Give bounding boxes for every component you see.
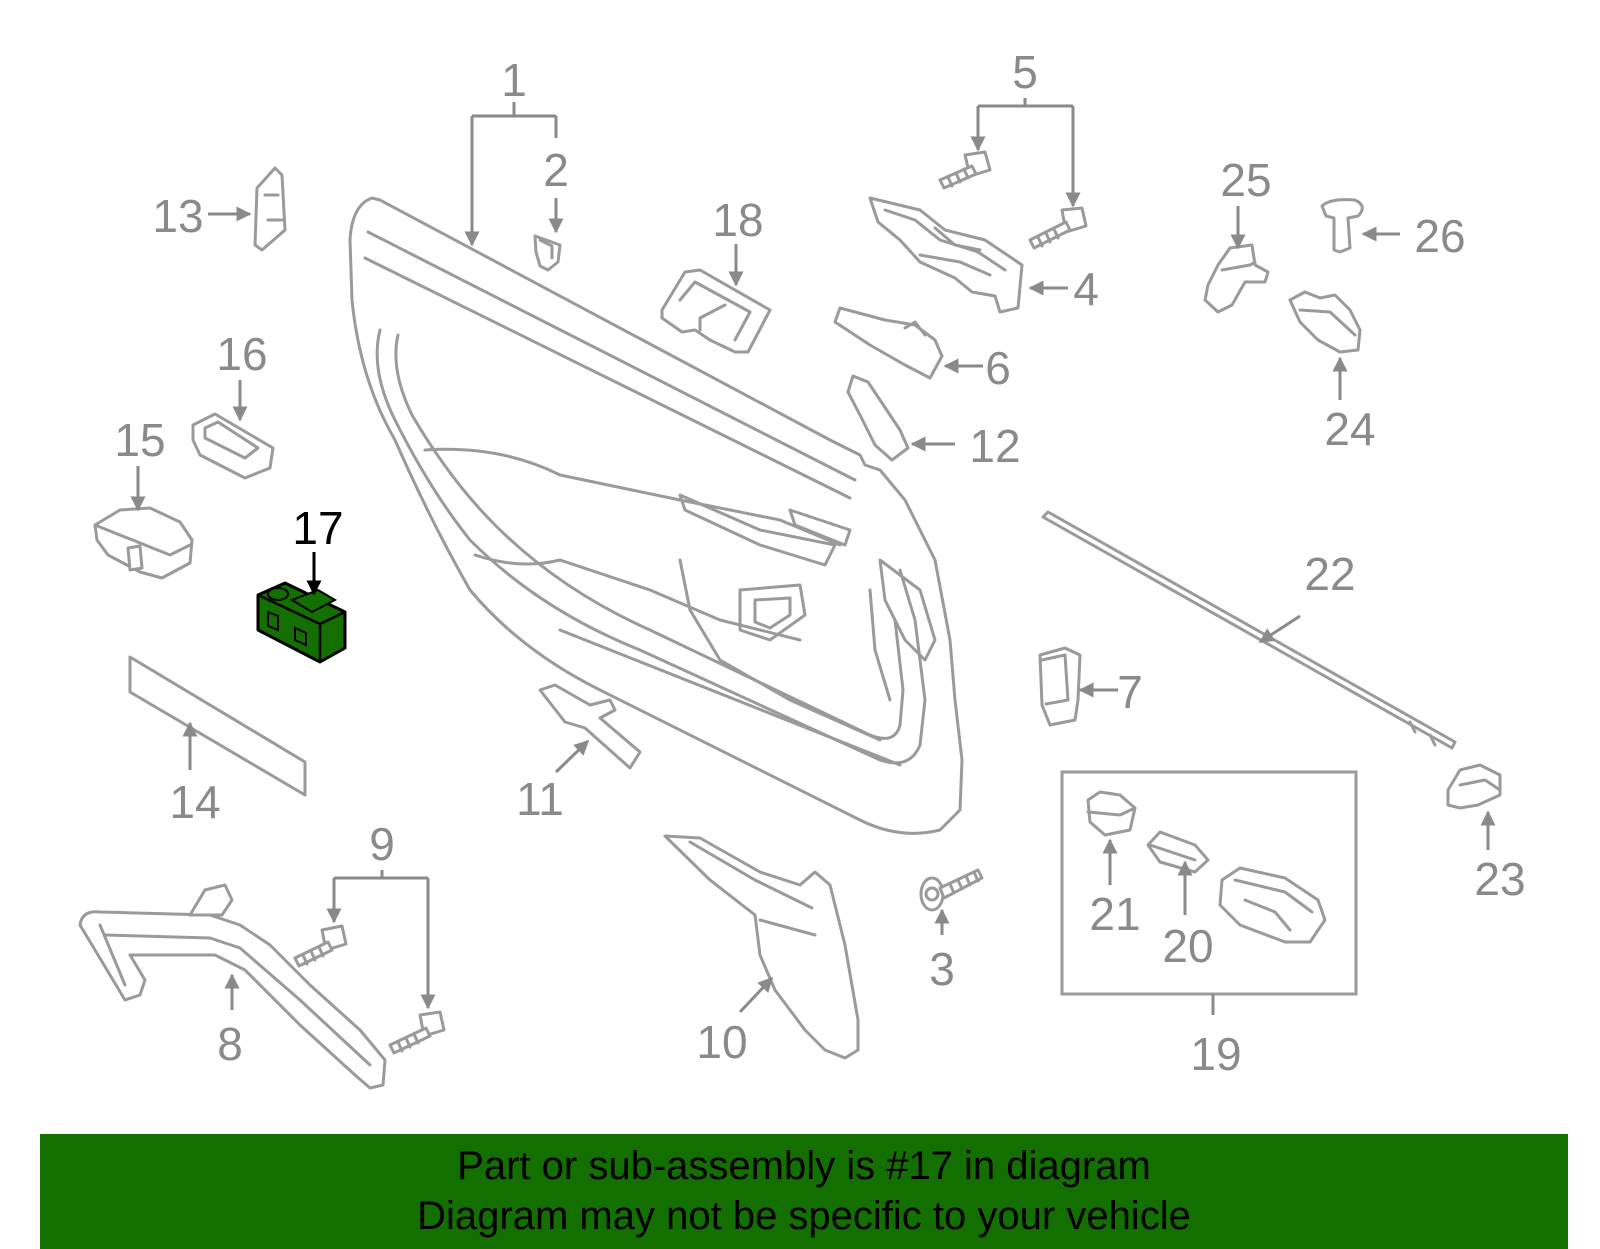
label-part-25: 25: [1220, 154, 1271, 206]
bolts-part-5: [938, 150, 1088, 250]
clip-part-23: [1446, 763, 1502, 810]
label-part-4: 4: [1073, 263, 1099, 315]
label-part-3: 3: [929, 943, 955, 995]
connector-part-7: [1038, 646, 1082, 727]
label-part-26: 26: [1414, 210, 1465, 262]
label-part-10: 10: [696, 1016, 747, 1068]
label-part-8: 8: [217, 1018, 243, 1070]
screw-part-3: [919, 868, 984, 912]
label-part-22: 22: [1304, 548, 1355, 600]
door-panel-part-1: [348, 196, 964, 835]
label-part-19: 19: [1190, 1028, 1241, 1080]
label-part-23: 23: [1474, 853, 1525, 905]
label-part-7: 7: [1117, 666, 1143, 718]
label-part-17[interactable]: 17: [292, 502, 343, 554]
label-part-18: 18: [712, 194, 763, 246]
window-switch-part-17[interactable]: [256, 581, 347, 664]
label-part-14: 14: [169, 776, 220, 828]
switch-set-part-19: [1060, 770, 1358, 996]
label-part-24: 24: [1324, 403, 1375, 455]
label-part-11: 11: [516, 773, 564, 825]
banner-line-disclaimer: Diagram may not be specific to your vehi…: [417, 1194, 1191, 1238]
rod-part-22: [1041, 510, 1457, 750]
pin-part-26: [1320, 198, 1364, 254]
label-part-20: 20: [1162, 920, 1213, 972]
leader-lines: [130, 98, 1496, 1015]
clip-part-13: [253, 166, 287, 252]
trim-part-12: [846, 374, 910, 462]
lower-trim-part-10: [663, 834, 860, 1060]
banner-line-part-number: Part or sub-assembly is #17 in diagram: [457, 1144, 1151, 1188]
info-banner: Part or sub-assembly is #17 in diagram D…: [40, 1134, 1568, 1249]
bezel-part-16: [191, 412, 275, 480]
label-part-1: 1: [501, 54, 527, 106]
label-part-5: 5: [1012, 46, 1038, 98]
label-part-21: 21: [1089, 888, 1140, 940]
trim-part-6: [833, 306, 944, 380]
label-part-9: 9: [369, 818, 395, 870]
bracket-part-24: [1288, 290, 1362, 354]
strip-part-14: [128, 655, 307, 797]
pull-handle-part-8: [78, 883, 387, 1090]
clip-part-25: [1203, 243, 1270, 314]
label-part-16: 16: [216, 328, 267, 380]
bracket-part-11: [538, 683, 642, 770]
bezel-part-18: [660, 268, 772, 354]
housing-part-15: [93, 506, 194, 580]
label-part-15: 15: [114, 414, 165, 466]
bracket-part-4: [868, 196, 1024, 314]
label-part-13: 13: [152, 190, 203, 242]
screws-part-9: [293, 924, 446, 1055]
clip-part-2: [533, 234, 562, 272]
label-part-6: 6: [985, 342, 1011, 394]
label-part-12: 12: [969, 420, 1020, 472]
callout-labels: 1 2 3 4 5 6 7 8 9 10 11 12 13 14 15 16 1…: [114, 46, 1525, 1080]
label-part-2: 2: [543, 144, 569, 196]
